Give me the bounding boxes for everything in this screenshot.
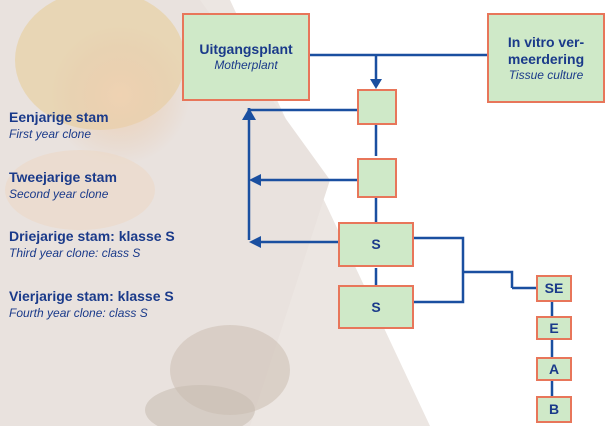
tissue-culture-box: In vitro ver- meerdering Tissue culture (487, 13, 605, 103)
first-year-box (357, 89, 397, 125)
class-e-box: E (536, 316, 572, 340)
motherplant-box: Uitgangsplant Motherplant (182, 13, 310, 101)
second-year-box (357, 158, 397, 198)
label-first-year-subtitle: First year clone (9, 127, 92, 141)
class-se-label: SE (544, 280, 564, 296)
label-third-year-title: Driejarige stam: klasse S (9, 228, 175, 244)
label-first-year: Eenjarige stam First year clone (9, 108, 109, 142)
class-a-box: A (536, 357, 572, 381)
label-fourth-year-subtitle: Fourth year clone: class S (9, 306, 148, 320)
class-a-label: A (548, 360, 560, 377)
fourth-year-box-label: S (371, 298, 381, 315)
class-e-label: E (549, 319, 559, 336)
class-b-label: B (548, 401, 560, 417)
tissue-culture-title-line2: meerdering (507, 50, 585, 67)
tissue-culture-subtitle: Tissue culture (508, 67, 584, 82)
label-first-year-title: Eenjarige stam (9, 109, 109, 125)
tissue-culture-title-line1: In vitro ver- (507, 33, 585, 50)
label-fourth-year: Vierjarige stam: klasse S Fourth year cl… (9, 287, 174, 321)
label-second-year-subtitle: Second year clone (9, 187, 109, 201)
label-second-year: Tweejarige stam Second year clone (9, 168, 117, 202)
motherplant-title: Uitgangsplant (199, 41, 293, 57)
label-third-year-subtitle: Third year clone: class S (9, 246, 141, 260)
class-se-box: SE (536, 275, 572, 302)
third-year-box-label: S (371, 236, 381, 252)
motherplant-subtitle: Motherplant (214, 58, 278, 72)
class-b-box: B (536, 396, 572, 423)
fourth-year-box: S (338, 285, 414, 329)
label-third-year: Driejarige stam: klasse S Third year clo… (9, 227, 175, 261)
third-year-box: S (338, 222, 414, 267)
label-fourth-year-title: Vierjarige stam: klasse S (9, 288, 174, 304)
label-second-year-title: Tweejarige stam (9, 169, 117, 185)
